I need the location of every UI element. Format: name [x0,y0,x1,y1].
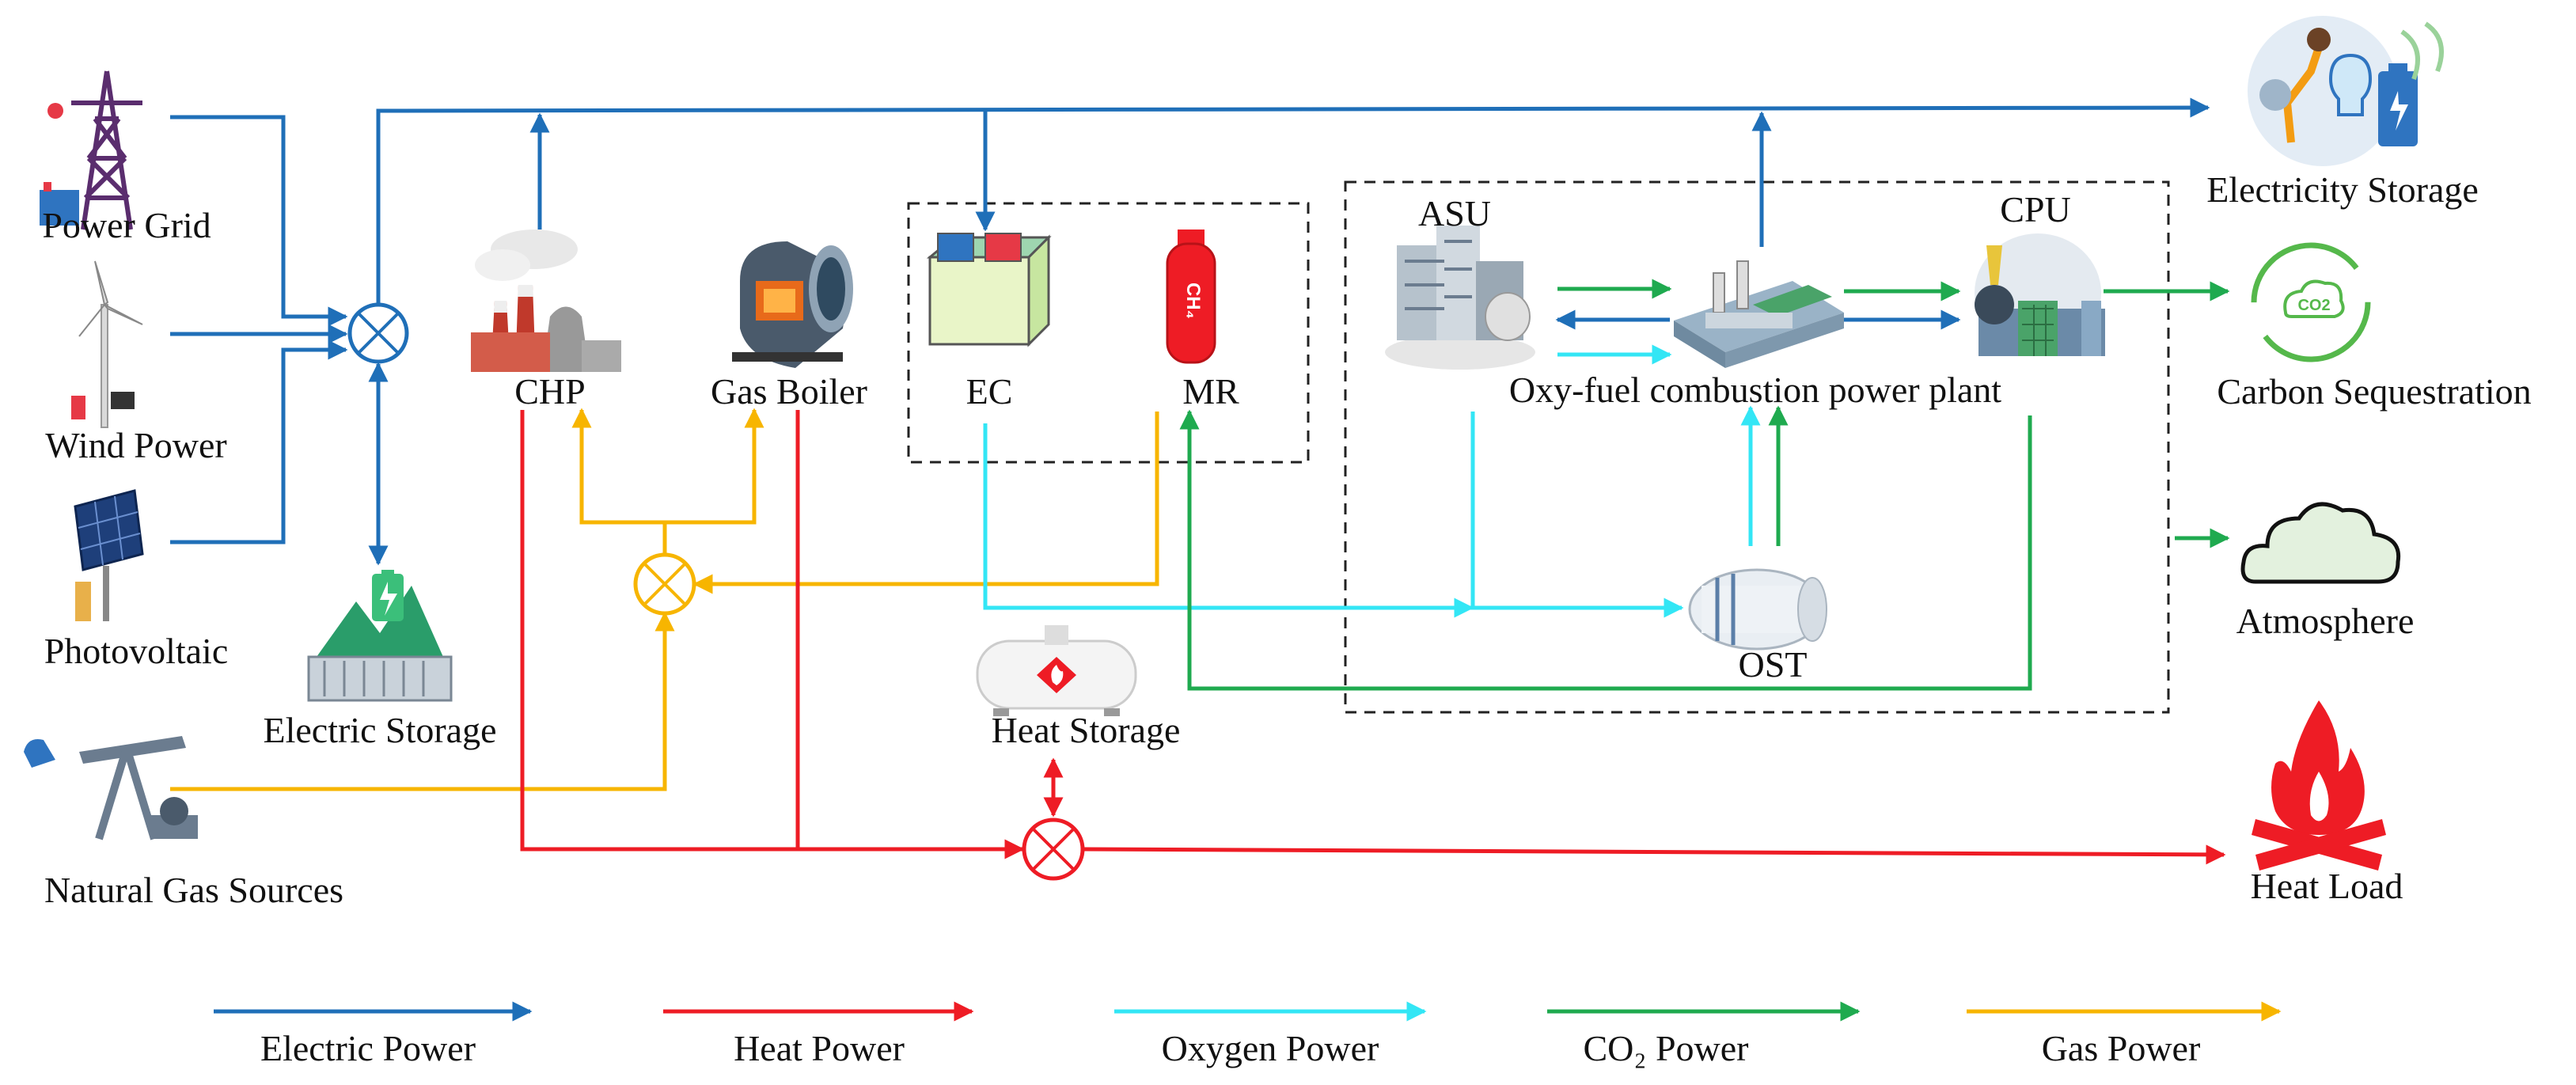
legend-item-gas: Gas Power [1967,1001,2282,1068]
heathub-to-load-line [1083,844,2226,865]
legend-co2-label: CO₂ Power [1584,1028,1749,1068]
power-plant-icon [1674,260,1844,368]
oxyfuel-group-box [1344,180,2170,714]
gas-flows [170,408,1159,791]
node-labels: Power Grid Wind Power Photovoltaic Natur… [42,169,2531,910]
gas-hub-cross [643,562,687,606]
hub-to-top-bus-line [376,97,2210,317]
branch-to-chp-line [571,408,665,525]
legend-heat-label: Heat Power [734,1028,905,1068]
legend-item-co2: CO₂ Power [1547,1001,1861,1068]
heat-flows [520,410,2226,865]
photovoltaic-label: Photovoltaic [44,631,229,671]
oxygen-tank-icon [1688,568,1827,651]
legend-gas-label: Gas Power [2042,1028,2201,1068]
pump-jack-icon [24,736,198,840]
heat-load-label: Heat Load [2251,866,2403,906]
heat-storage-tank-icon [976,625,1137,716]
asu-label: ASU [1418,193,1491,233]
wind-turbine-icon [71,260,143,428]
legend-electric-label: Electric Power [260,1028,476,1068]
legend-item-heat: Heat Power [663,1001,974,1068]
cpu-label: CPU [2000,189,2070,230]
grid-to-hub-line [170,115,348,327]
cpu-to-mr-co2-line [1179,409,2032,691]
atmosphere-label: Atmosphere [2236,601,2415,641]
carbon-sequestration-label: Carbon Sequestration [2217,371,2531,412]
electricity-storage-icon [2248,16,2444,166]
methane-cylinder-icon: CH₄ [1166,230,1216,364]
oxy-plant-label: Oxy-fuel combustion power plant [1509,370,2001,410]
gas-source-to-hub-line [170,611,675,791]
gas-boiler-label: Gas Boiler [711,371,867,412]
cloud-icon [2240,502,2401,584]
mr-to-gashub-line [692,412,1159,594]
asu-oxygen-line [1470,412,1684,618]
power-grid-label: Power Grid [42,205,211,245]
wind-power-label: Wind Power [45,425,226,465]
legend-item-electric: Electric Power [214,1001,533,1068]
asu-plant-icon [1385,226,1535,370]
methane-label: CH₄ [1182,283,1204,319]
legend-oxygen-label: Oxygen Power [1162,1028,1379,1068]
electrolyzer-icon [926,233,1052,347]
legend: Electric Power Heat Power Oxygen Power C… [214,1001,2282,1068]
fire-icon [2252,700,2386,871]
ec-label: EC [966,371,1013,412]
cpu-plant-icon [1975,233,2105,356]
mr-label: MR [1182,371,1239,412]
electricity-storage-label: Electricity Storage [2206,169,2479,210]
branch-to-boiler-line [665,408,764,525]
natural-gas-label: Natural Gas Sources [44,870,343,910]
oxygen-flows [983,344,1761,618]
co2-icon-label: CO2 [2297,297,2330,314]
power-grid-icon [40,70,142,230]
electric-storage-icon [307,570,453,702]
electric-hub-cross [357,312,400,355]
heat-storage-label: Heat Storage [992,710,1181,750]
legend-item-oxygen: Oxygen Power [1114,1001,1427,1068]
chp-factory-icon [471,230,621,372]
pv-to-hub-line [170,340,348,544]
chp-heat-line [520,410,1025,859]
solar-panel-icon [74,489,144,621]
ost-label: OST [1739,644,1808,685]
electric-storage-label: Electric Storage [263,710,496,750]
gas-boiler-icon [732,241,853,368]
electric-flows [170,97,2210,566]
co2-flows [1179,279,2230,691]
heat-hub-cross [1031,827,1076,871]
co2-recycle-icon: CO2 [2251,242,2371,362]
chp-label: CHP [514,371,585,412]
ec-oxygen-line [983,423,1474,618]
ec-mr-group-box [907,202,1310,464]
